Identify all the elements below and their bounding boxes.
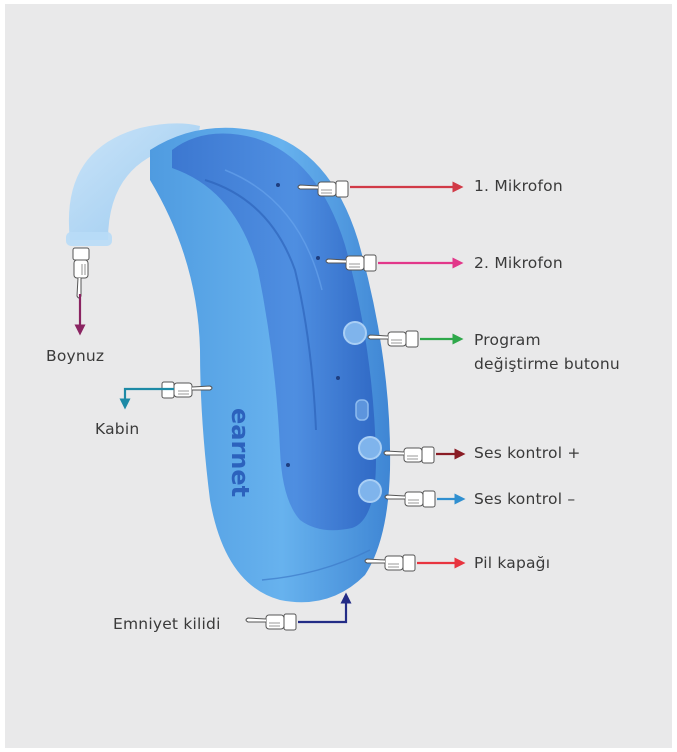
label-volume-up: Ses kontrol +: [474, 444, 581, 462]
pointing-hand-icon: [245, 613, 297, 631]
arrow-icon: [298, 592, 352, 624]
device-module: [172, 133, 376, 531]
device-slot: [355, 399, 369, 421]
label-volume-down: Ses kontrol –: [474, 490, 576, 508]
brand-logo: earnet: [226, 408, 254, 497]
label-program-line2: değiştirme butonu: [474, 355, 620, 373]
label-mic1: 1. Mikrofon: [474, 177, 563, 195]
label-program-line1: Program: [474, 331, 541, 349]
pointing-hand-icon: [384, 490, 436, 508]
horn: [68, 123, 200, 240]
arrow-icon: [119, 387, 174, 410]
label-cabin: Kabin: [95, 420, 140, 438]
label-horn: Boynuz: [46, 347, 105, 365]
pointing-hand-icon: [383, 446, 435, 464]
program-button: [343, 321, 367, 345]
battery-seam: [261, 549, 371, 581]
horn-tip: [66, 232, 112, 246]
volume-down-button: [358, 479, 382, 503]
volume-up-button: [358, 436, 382, 460]
label-program-button: Program değiştirme butonu: [474, 328, 620, 376]
label-safety-lock: Emniyet kilidi: [113, 615, 221, 633]
label-mic2: 2. Mikrofon: [474, 254, 563, 272]
label-battery-cover: Pil kapağı: [474, 554, 551, 572]
pointing-hand-icon: [72, 247, 90, 299]
